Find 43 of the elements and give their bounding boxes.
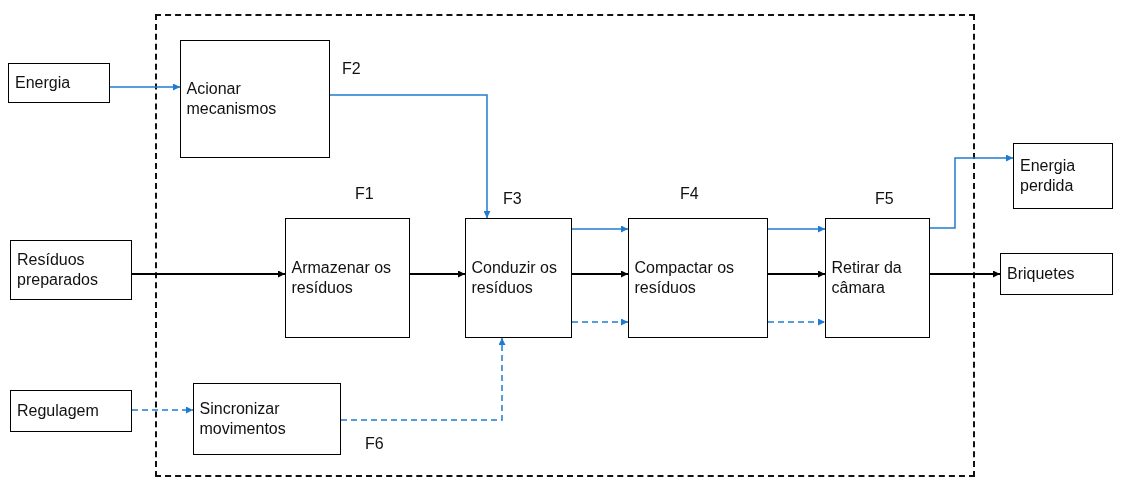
node-label: Resíduos preparados <box>16 250 99 290</box>
arrow <box>109 83 181 91</box>
node-label: Energia <box>14 73 72 93</box>
process-box <box>1013 143 1113 209</box>
function-label: F4 <box>680 185 699 203</box>
function-label: F2 <box>342 60 361 78</box>
process-box <box>1000 253 1113 295</box>
arrow <box>929 154 1014 229</box>
node-label: Conduzir os resíduos <box>470 257 558 298</box>
process-box <box>10 240 132 300</box>
node-label: Energia perdida <box>1019 156 1077 196</box>
process-box <box>179 39 330 158</box>
arrow <box>929 270 1001 278</box>
arrow <box>131 270 286 278</box>
arrow <box>767 318 826 326</box>
arrow <box>767 270 826 278</box>
arrow <box>767 225 826 233</box>
node-label: Retirar da câmara <box>830 257 903 298</box>
process-box <box>284 217 410 338</box>
arrow <box>571 270 629 278</box>
process-box <box>10 390 132 432</box>
process-box <box>464 217 572 338</box>
function-label: F1 <box>355 185 374 203</box>
function-label: F3 <box>503 190 522 208</box>
system-boundary <box>155 14 975 477</box>
arrow <box>340 337 506 421</box>
node-label: Compactar os resíduos <box>633 257 736 298</box>
arrow <box>571 225 629 233</box>
process-box <box>192 382 341 455</box>
arrow <box>329 94 491 219</box>
node-label: Armazenar os resíduos <box>290 257 393 298</box>
node-label: Sincronizar movimentos <box>198 398 287 439</box>
process-box <box>824 217 930 338</box>
arrow <box>131 406 194 414</box>
node-label: Regulagem <box>16 401 100 421</box>
process-box <box>627 217 768 338</box>
process-box <box>8 63 110 103</box>
function-label: F6 <box>365 435 384 453</box>
node-label: Acionar mecanismos <box>185 78 278 119</box>
function-label: F5 <box>875 190 894 208</box>
arrow <box>571 318 629 326</box>
node-label: Briquetes <box>1006 264 1076 284</box>
arrow <box>409 270 466 278</box>
